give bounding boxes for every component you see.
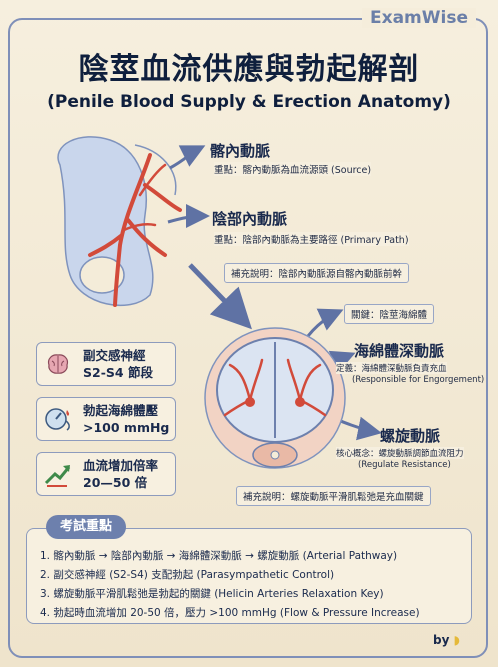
deep-artery-heading: 海綿體深動脈 xyxy=(354,342,445,360)
exam-points-list: 1. 髂內動脈 → 陰部內動脈 → 海綿體深動脈 → 螺旋動脈 (Arteria… xyxy=(40,547,420,623)
card-line2: >100 mmHg xyxy=(83,420,170,435)
pressure-gauge-icon xyxy=(45,408,70,431)
deep-artery-definition: 定義：海綿體深動脈負責充血 xyxy=(336,362,447,374)
helicine-heading: 螺旋動脈 xyxy=(380,427,441,445)
card-line1: 副交感神經 xyxy=(83,348,146,363)
helicine-core-concept: 核心概念：螺旋動脈調節血流阻力 xyxy=(336,447,464,459)
byline: by ◗ xyxy=(433,633,460,647)
page-subtitle: (Penile Blood Supply & Erection Anatomy) xyxy=(47,92,451,112)
info-card-flow: 血流增加倍率 20—50 倍 xyxy=(36,452,176,496)
card-line2: 20—50 倍 xyxy=(83,475,148,490)
helicine-core-concept-en: (Regulate Resistance) xyxy=(358,460,451,470)
brand-logo: ExamWise xyxy=(362,8,476,28)
deep-artery-definition-en: (Responsible for Engorgement) xyxy=(352,375,485,385)
internal-iliac-heading: 髂內動脈 xyxy=(210,142,271,160)
trend-up-icon xyxy=(44,465,71,487)
page-title: 陰莖血流供應與勃起解剖 xyxy=(78,52,420,87)
info-card-parasympathetic: 副交感神經 S2-S4 節段 xyxy=(36,342,176,386)
banana-icon: ◗ xyxy=(453,633,460,647)
info-card-pressure: 勃起海綿體壓 >100 mmHg xyxy=(36,397,176,441)
internal-pudendal-heading: 陰部內動脈 xyxy=(212,210,288,228)
pudendal-supplement: 補充說明：陰部內動脈源自髂內動脈前幹 xyxy=(224,263,410,283)
penile-cross-section xyxy=(204,327,346,469)
exam-point: 2. 副交感神經 (S2-S4) 支配勃起 (Parasympathetic C… xyxy=(40,569,335,581)
helicine-supplement: 補充說明：螺旋動脈平滑肌鬆弛是充血關鍵 xyxy=(236,486,431,506)
card-line1: 血流增加倍率 xyxy=(83,458,159,473)
key-corpus-cavernosum: 關鍵：陰莖海綿體 xyxy=(344,304,435,324)
brain-icon xyxy=(47,354,69,374)
exam-points-tag: 考試重點 xyxy=(46,515,126,539)
card-line2: S2-S4 節段 xyxy=(83,365,153,380)
exam-point: 1. 髂內動脈 → 陰部內動脈 → 海綿體深動脈 → 螺旋動脈 (Arteria… xyxy=(40,550,398,562)
exam-point: 3. 螺旋動脈平滑肌鬆弛是勃起的關鍵 (Helicin Arteries Rel… xyxy=(40,588,384,600)
exam-points-panel xyxy=(26,528,472,624)
byline-text: by xyxy=(433,633,450,647)
card-line1: 勃起海綿體壓 xyxy=(83,403,159,418)
internal-pudendal-note: 重點：陰部內動脈為主要路徑 (Primary Path) xyxy=(214,232,409,246)
exam-point: 4. 勃起時血流增加 20-50 倍，壓力 >100 mmHg (Flow & … xyxy=(40,607,420,619)
page-frame xyxy=(8,18,488,658)
internal-iliac-note: 重點：髂內動脈為血流源頭 (Source) xyxy=(214,162,372,176)
pelvis-illustration xyxy=(57,136,182,307)
